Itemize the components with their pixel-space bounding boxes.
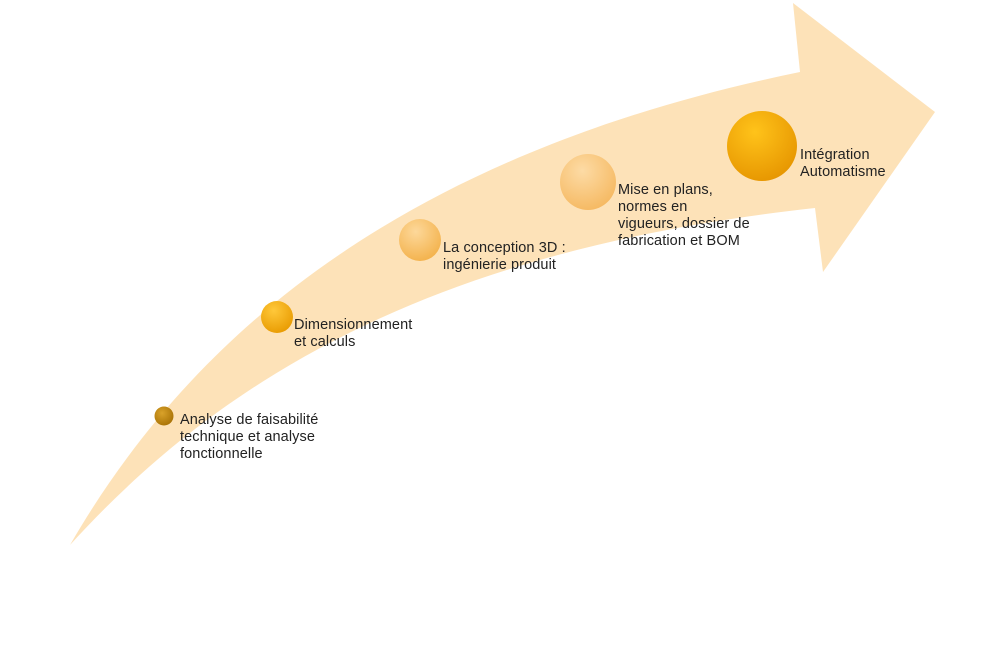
step-label-feasibility: Analyse de faisabilité technique et anal… [180,412,319,462]
curved-arrow-shape [70,3,935,545]
step-label-integration: Intégration Automatisme [800,147,886,180]
step-marker-2 [261,301,293,333]
step-marker-4 [560,154,616,210]
step-label-3d-design: La conception 3D : ingénierie produit [443,240,566,273]
step-marker-1 [154,406,174,426]
step-marker-5 [727,111,797,181]
step-label-dimensioning: Dimensionnement et calculs [294,317,413,350]
step-label-drawings: Mise en plans, normes en vigueurs, dossi… [618,182,750,249]
step-marker-3 [399,219,441,261]
